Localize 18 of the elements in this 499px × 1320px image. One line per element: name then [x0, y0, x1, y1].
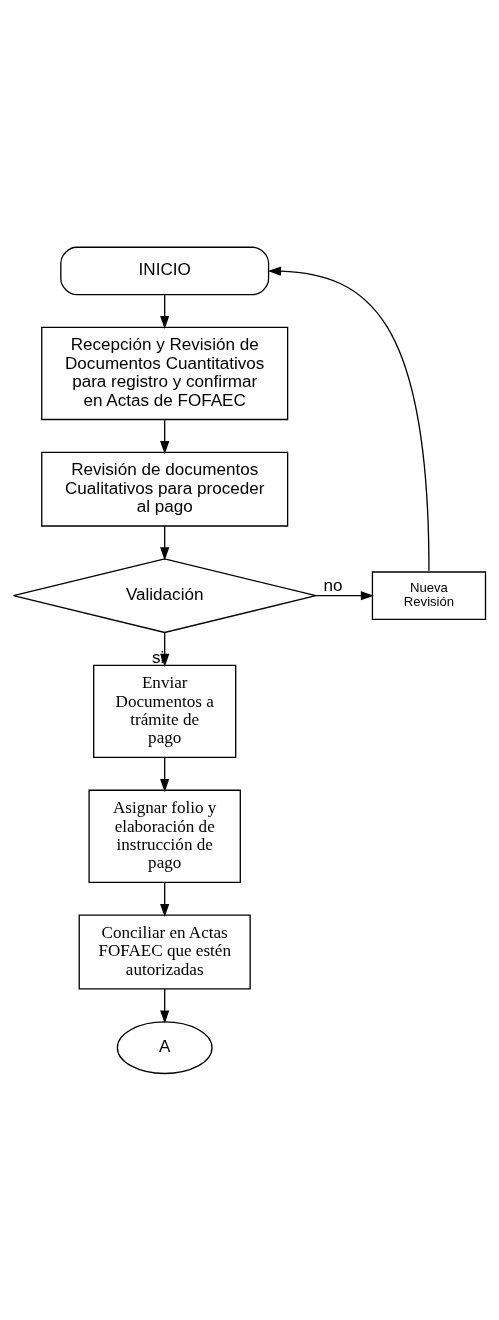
node-box: Asignar folio y elaboración de instrucción de pago — [88, 789, 241, 883]
arrow — [160, 987, 170, 1024]
node-ellipse: A — [116, 1020, 213, 1074]
arrow — [160, 881, 170, 917]
node-box: Revisión de documentos Cualitativos para proceder al pago — [41, 451, 289, 527]
node-diamond: Validación — [12, 557, 317, 633]
arrow — [160, 525, 170, 561]
arrow — [160, 419, 170, 454]
node-box: Conciliar en Actas FOFAEC que estén autorizadas — [78, 914, 251, 989]
node-box: Nueva Revisión — [371, 570, 487, 620]
arrow — [315, 590, 374, 600]
arrow — [160, 293, 170, 329]
node-box: Recepción y Revisión de Documentos Cuantitativos para registro y confirmar en Actas de FOFAEC — [41, 326, 289, 420]
edge-label: no — [323, 575, 343, 595]
node-box: Enviar Documentos a trámite de pago — [93, 664, 237, 758]
arrow — [160, 756, 170, 792]
node-box: INICIO — [60, 246, 270, 295]
arrow — [267, 266, 430, 571]
